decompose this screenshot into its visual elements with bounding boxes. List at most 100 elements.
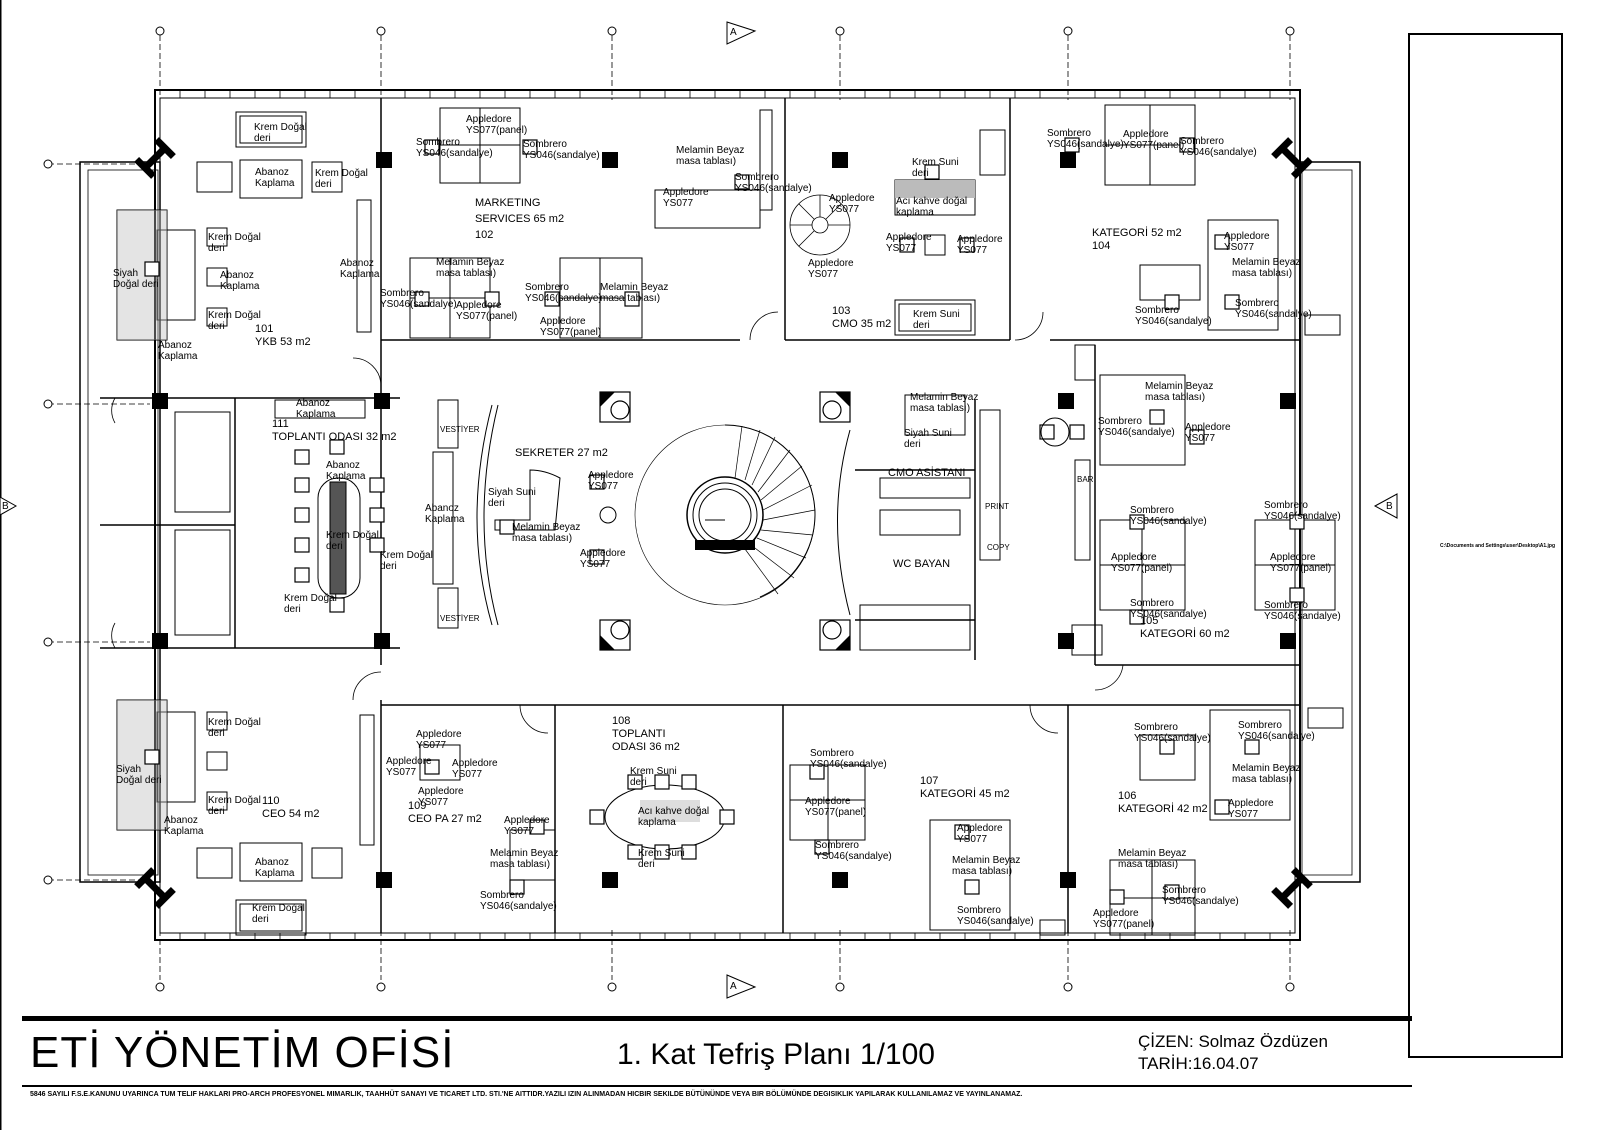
- label-krem-suni-deri: Krem Suni deri: [638, 848, 685, 870]
- label-sombrero-sandalye: Sombrero YS046(sandalye): [957, 905, 1034, 927]
- room-106-label: 106 KATEGORİ 42 m2: [1118, 790, 1208, 815]
- label-sombrero-sandalye: Sombrero YS046(sandalye): [1130, 598, 1207, 620]
- label-sombrero-sandalye: Sombrero YS046(sandalye): [1098, 416, 1175, 438]
- label-sombrero-sandalye: Sombrero YS046(sandalye): [1135, 305, 1212, 327]
- room-104-label: KATEGORİ 52 m2 104: [1092, 227, 1182, 252]
- label-appledore-panel: Appledore YS077(panel): [1123, 129, 1185, 151]
- room-111-label: 111 TOPLANTI ODASI 32 m2: [272, 418, 397, 443]
- label-melamin: Melamin Beyaz masa tablası): [512, 522, 581, 544]
- room-105-label: 105 KATEGORİ 60 m2: [1140, 615, 1230, 640]
- label-krem-suni-deri: Krem Suni deri: [912, 157, 959, 179]
- label-krem-dogal-deri: Krem Doğal deri: [254, 122, 307, 144]
- label-sombrero-sandalye: Sombrero YS046(sandalye): [1264, 600, 1341, 622]
- room-101-label: 101 YKB 53 m2: [255, 323, 311, 348]
- side-frame: C:\Documents and Settings\user\Desktop\A…: [1408, 33, 1563, 1058]
- label-melamin: Melamin Beyaz masa tablası): [676, 145, 745, 167]
- label-sombrero-sandalye: Sombrero YS046(sandalye): [815, 840, 892, 862]
- label-aci-kahve: Acı kahve doğal kaplama: [896, 196, 968, 218]
- room-wc-bayan-label: WC BAYAN: [893, 558, 951, 570]
- label-appledore-ys077: Appledore YS077: [416, 729, 462, 751]
- label-krem-dogal-deri: Krem Doğal deri: [284, 593, 337, 615]
- label-siyah-dogal-deri: Siyah Doğal deri: [113, 268, 159, 290]
- label-krem-dogal-deri: Krem Doğal deri: [326, 530, 379, 552]
- label-appledore-ys077: Appledore YS077: [588, 470, 634, 492]
- label-abanoz-kaplama: Abanoz Kaplama: [164, 815, 204, 837]
- section-mark-top: A: [730, 27, 737, 38]
- label-appledore-ys077: Appledore YS077: [829, 193, 875, 215]
- label-appledore-ys077: Appledore YS077: [418, 786, 464, 808]
- title-rule-bottom: [22, 1085, 1412, 1087]
- label-sombrero-sandalye: Sombrero YS046(sandalye): [416, 137, 493, 159]
- label-melamin: Melamin Beyaz masa tablası): [490, 848, 559, 870]
- title-block: ETİ YÖNETİM OFİSİ 1. Kat Tefriş Planı 1/…: [22, 1016, 1412, 1106]
- label-appledore-ys077: Appledore YS077: [504, 815, 550, 837]
- label-sombrero-sandalye: Sombrero YS046(sandalye): [735, 172, 812, 194]
- label-print: PRINT: [985, 502, 1009, 511]
- room-102-label: MARKETING SERVICES 65 m2 102: [475, 197, 565, 241]
- section-mark-left: B: [2, 501, 9, 512]
- room-103-label: 103 CMO 35 m2: [832, 305, 892, 330]
- label-appledore-ys077: Appledore YS077: [808, 258, 854, 280]
- label-abanoz-kaplama: Abanoz Kaplama: [255, 857, 295, 879]
- label-abanoz-kaplama: Abanoz Kaplama: [296, 398, 336, 420]
- label-bar: BAR: [1077, 475, 1094, 484]
- label-sombrero-sandalye: Sombrero YS046(sandalye): [1238, 720, 1315, 742]
- label-appledore-panel: Appledore YS077(panel): [1270, 552, 1332, 574]
- label-appledore-panel: Appledore YS077(panel): [456, 300, 518, 322]
- label-appledore-panel: Appledore YS077(panel): [466, 114, 528, 136]
- label-vestiyer: VESTİYER: [440, 425, 480, 434]
- label-appledore-panel: Appledore YS077(panel): [1093, 908, 1155, 930]
- drawing-title: ETİ YÖNETİM OFİSİ: [30, 1028, 455, 1077]
- section-mark-bottom: A: [730, 981, 737, 992]
- label-appledore-panel: Appledore YS077(panel): [1111, 552, 1173, 574]
- label-melamin: Melamin Beyaz masa tablası): [600, 282, 669, 304]
- drawing-subtitle: 1. Kat Tefriş Planı 1/100: [617, 1038, 935, 1071]
- label-appledore-ys077: Appledore YS077: [580, 548, 626, 570]
- label-siyah-suni-deri: Siyah Suni deri: [488, 487, 536, 509]
- label-appledore-ys077: Appledore YS077: [386, 756, 432, 778]
- room-109-label: 109 CEO PA 27 m2: [408, 800, 482, 825]
- label-appledore-ys077: Appledore YS077: [957, 823, 1003, 845]
- label-abanoz-kaplama: Abanoz Kaplama: [220, 270, 260, 292]
- label-sombrero-sandalye: Sombrero YS046(sandalye): [1180, 136, 1257, 158]
- room-107-label: 107 KATEGORİ 45 m2: [920, 775, 1010, 800]
- room-sekreter-label: SEKRETER 27 m2: [515, 447, 608, 459]
- label-appledore-ys077: Appledore YS077: [1224, 231, 1270, 253]
- label-krem-dogal-deri: Krem Doğal deri: [315, 168, 368, 190]
- label-abanoz-kaplama: Abanoz Kaplama: [158, 340, 198, 362]
- label-sombrero-sandalye: Sombrero YS046(sandalye): [1162, 885, 1239, 907]
- section-mark-right: B: [1386, 501, 1393, 512]
- label-melamin: Melamin Beyaz masa tablası): [436, 257, 505, 279]
- room-108-label: 108 TOPLANTI ODASI 36 m2: [612, 715, 680, 753]
- label-appledore-panel: Appledore YS077(panel): [805, 796, 867, 818]
- room-cmo-asistani-label: CMO ASİSTANI: [888, 467, 966, 479]
- label-krem-suni-deri: Krem Suni deri: [630, 766, 677, 788]
- label-krem-dogal-deri: Krem Doğal deri: [252, 903, 305, 925]
- label-melamin: Melamin Beyaz masa tablası): [952, 855, 1021, 877]
- label-melamin: Melamin Beyaz masa tablası): [1118, 848, 1187, 870]
- label-sombrero-sandalye: Sombrero YS046(sandalye): [480, 890, 557, 912]
- label-sombrero-sandalye: Sombrero YS046(sandalye): [523, 139, 600, 161]
- label-krem-dogal-deri: Krem Doğal deri: [208, 232, 261, 254]
- copyright-notice: 5846 SAYILI F.S.E.KANUNU UYARINCA TUM TE…: [30, 1091, 1023, 1098]
- label-appledore-ys077: Appledore YS077: [663, 187, 709, 209]
- label-melamin: Melamin Beyaz masa tablası): [1232, 763, 1301, 785]
- label-appledore-ys077: Appledore YS077: [1228, 798, 1274, 820]
- label-sombrero-sandalye: Sombrero YS046(sandalye): [1047, 128, 1124, 150]
- label-krem-dogal-deri: Krem Doğal deri: [208, 795, 261, 817]
- label-krem-dogal-deri: Krem Doğal deri: [380, 550, 433, 572]
- drawing-date: TARİH:16.04.07: [1138, 1054, 1259, 1073]
- label-appledore-ys077: Appledore YS077: [1185, 422, 1231, 444]
- label-krem-suni-deri: Krem Suni deri: [913, 309, 960, 331]
- title-rule-top: [22, 1016, 1412, 1021]
- label-siyah-suni-deri: Siyah Suni deri: [904, 428, 952, 450]
- file-path-text: C:\Documents and Settings\user\Desktop\A…: [1440, 543, 1556, 549]
- label-sombrero-sandalye: Sombrero YS046(sandalye): [525, 282, 602, 304]
- label-siyah-dogal-deri: Siyah Doğal deri: [116, 764, 162, 786]
- room-110-label: 110 CEO 54 m2: [262, 795, 320, 820]
- label-sombrero-sandalye: Sombrero YS046(sandalye): [1130, 505, 1207, 527]
- label-vestiyer: VESTİYER: [440, 614, 480, 623]
- label-sombrero-sandalye: Sombrero YS046(sandalye): [1264, 500, 1341, 522]
- label-sombrero-sandalye: Sombrero YS046(sandalye): [380, 288, 457, 310]
